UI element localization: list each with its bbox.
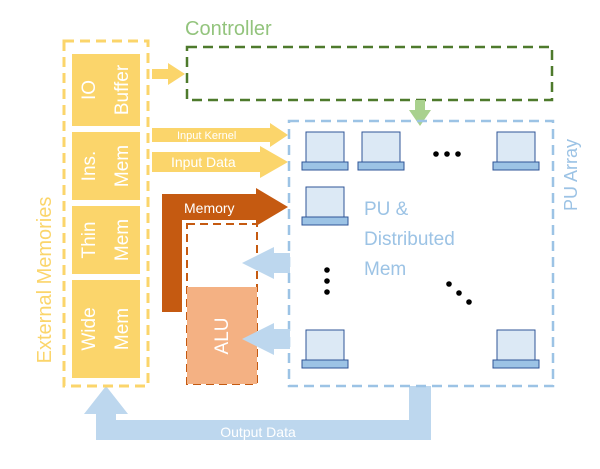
horizontal-ellipsis xyxy=(433,151,461,157)
input-kernel-label: Input Kernel xyxy=(177,130,236,142)
wide-mem-line1: Wide xyxy=(79,307,100,350)
memory-block-ins-mem: Ins. Mem xyxy=(72,132,140,200)
alu-block xyxy=(187,287,257,384)
memory-arrow xyxy=(162,188,288,312)
pu-to-alu-arrow-bottom xyxy=(242,323,290,355)
pu-cell xyxy=(357,131,405,171)
pu-cell xyxy=(301,131,349,171)
pu-center-line1: PU & xyxy=(364,199,409,220)
output-data-label: Output Data xyxy=(220,424,296,440)
pu-cell xyxy=(301,186,349,226)
pu-center-line2: Distributed xyxy=(364,229,455,250)
thin-mem-line1: Thin xyxy=(79,222,100,259)
pu-array-label: PU Array xyxy=(561,139,581,211)
ins-mem-line1: Ins. xyxy=(79,151,100,182)
input-data-label: Input Data xyxy=(171,154,236,170)
external-memories-label: External Memories xyxy=(34,197,56,364)
pu-center-line3: Mem xyxy=(364,259,406,280)
memory-arrow-label: Memory xyxy=(184,200,235,216)
pu-cell xyxy=(492,329,540,369)
controller-label: Controller xyxy=(185,18,272,40)
io-buffer-to-controller-arrow xyxy=(152,63,185,85)
pu-cell xyxy=(492,131,540,171)
io-buffer-line2: Buffer xyxy=(112,64,133,115)
ins-mem-line2: Mem xyxy=(112,145,133,187)
input-kernel-arrow xyxy=(152,123,288,147)
memory-block-wide-mem: Wide Mem xyxy=(72,280,140,378)
wide-mem-line2: Mem xyxy=(112,308,133,350)
controller-down-arrow xyxy=(409,100,431,126)
memory-block-io-buffer: IO Buffer xyxy=(72,54,140,126)
vertical-ellipsis xyxy=(324,267,330,295)
pu-array-box xyxy=(287,119,555,388)
controller-box xyxy=(185,45,554,102)
pu-cell xyxy=(301,329,349,369)
pu-to-alu-arrow-top xyxy=(242,247,290,279)
alu-label: ALU xyxy=(212,318,233,355)
input-data-arrow xyxy=(152,146,288,178)
io-buffer-line1: IO xyxy=(79,80,100,100)
output-data-arrow xyxy=(84,386,431,440)
external-memories-box xyxy=(62,39,150,388)
diagonal-ellipsis xyxy=(446,281,472,305)
memory-block-thin-mem: Thin Mem xyxy=(72,206,140,274)
thin-mem-line2: Mem xyxy=(112,219,133,261)
